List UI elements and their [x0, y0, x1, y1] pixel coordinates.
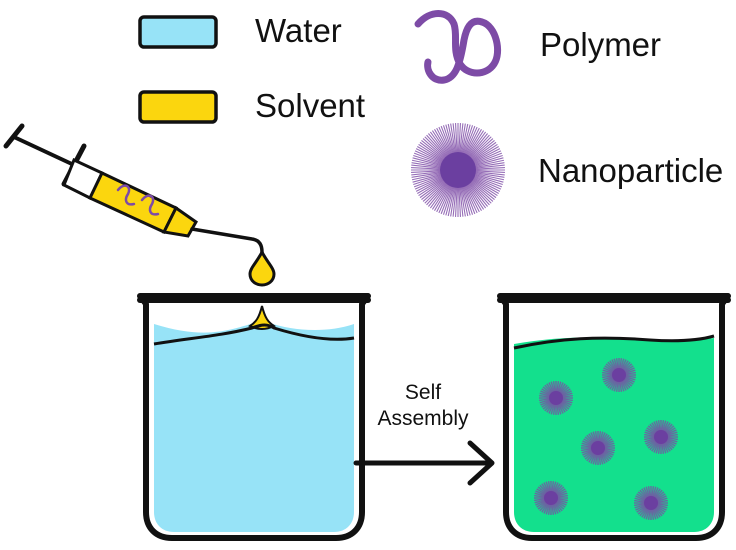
- self-assembly-arrow: [353, 440, 495, 486]
- legend-label-polymer: Polymer: [540, 26, 662, 63]
- solvent-drop-icon: [248, 248, 276, 287]
- polymer-strand-icon: [414, 10, 501, 84]
- syringe-icon: [3, 123, 276, 287]
- nanoparticle: [581, 431, 615, 465]
- solvent-plume: [248, 305, 276, 330]
- nanoparticle: [539, 381, 573, 415]
- water-beaker: [137, 293, 371, 541]
- nanoparticle: [602, 358, 636, 392]
- arrow-label-line2: Assembly: [377, 407, 469, 430]
- nanoparticle-beaker: [497, 293, 731, 541]
- water-swatch-icon: [138, 15, 218, 49]
- arrow-label: Self Assembly: [358, 380, 488, 432]
- solvent-swatch-icon: [138, 90, 218, 124]
- legend-label-solvent: Solvent: [255, 87, 366, 124]
- arrow-label-line1: Self: [404, 381, 442, 404]
- nanoparticle: [644, 420, 678, 454]
- nanoparticle: [534, 481, 568, 515]
- legend-label-nanoparticle: Nanoparticle: [538, 152, 724, 189]
- legend-label-water: Water: [255, 12, 342, 49]
- nanoparticle: [634, 486, 668, 520]
- nanoparticle-icon: [411, 123, 505, 217]
- nanoparticle-legend-mark: [411, 123, 505, 217]
